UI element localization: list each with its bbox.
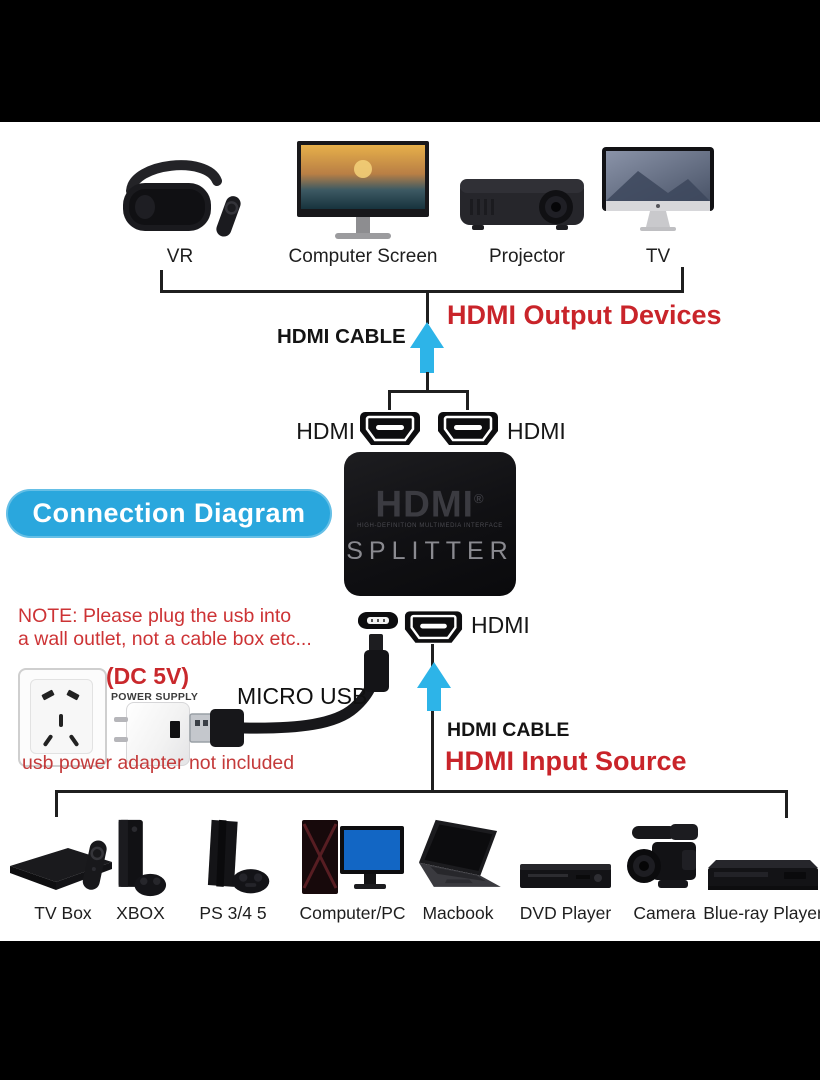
usb-note: NOTE: Please plug the usb into a wall ou… — [18, 605, 312, 651]
output-bracket-left-tick — [160, 270, 163, 293]
wall-outlet-image — [18, 668, 107, 767]
input-bracket-left-tick — [55, 790, 58, 817]
split-stem — [426, 372, 429, 392]
output-bracket-line — [160, 290, 684, 293]
up-arrow-icon — [410, 322, 444, 348]
letterbox-bottom — [0, 941, 820, 1080]
device-label: DVD Player — [519, 903, 612, 923]
port-label-right: HDMI — [507, 418, 566, 444]
output-bracket-stem — [426, 290, 429, 324]
device-label: Projector — [488, 246, 566, 267]
input-device-bluray-player: Blue-ray Player — [703, 818, 820, 924]
up-arrow-tail — [420, 347, 434, 373]
split-left-drop — [388, 390, 391, 410]
splitter-tagline: HIGH-DEFINITION MULTIMEDIA INTERFACE — [357, 523, 503, 530]
input-bracket-line — [55, 790, 788, 793]
input-device-playstation: PS 3/4 5 — [188, 818, 278, 924]
input-heading: HDMI Input Source — [445, 746, 687, 776]
device-label: VR — [166, 246, 194, 267]
output-device-tv: TV — [598, 136, 718, 268]
usb-note-line1: NOTE: Please plug the usb into — [18, 605, 292, 627]
micro-usb-port-icon — [358, 612, 398, 630]
computer-screen-image — [297, 141, 429, 239]
output-heading: HDMI Output Devices — [447, 300, 722, 330]
hdmi-input-port-icon — [404, 611, 463, 643]
outlet-faceplate — [30, 679, 93, 754]
device-label: Computer Screen — [288, 246, 438, 267]
usb-note-line2: a wall outlet, not a cable box etc... — [18, 628, 312, 650]
adapter-prong — [114, 717, 128, 722]
input-device-macbook: Macbook — [408, 818, 508, 924]
device-label: TV — [645, 246, 671, 267]
device-label: XBOX — [116, 903, 165, 923]
computer-pc-image — [302, 820, 404, 894]
hdmi-output-port-left-icon — [360, 412, 420, 445]
input-device-tv-box: TV Box — [8, 818, 118, 924]
up-arrow-tail — [427, 687, 441, 711]
hdmi-splitter-device: HDMI® HIGH-DEFINITION MULTIMEDIA INTERFA… — [344, 452, 516, 596]
xbox-image — [118, 819, 167, 897]
adapter-usb-port — [170, 721, 180, 738]
adapter-prong — [114, 737, 128, 742]
playstation-image — [207, 819, 270, 894]
output-bracket-right-tick — [681, 267, 684, 293]
macbook-image — [418, 819, 501, 887]
splitter-logo: HDMI® — [375, 483, 485, 525]
outlet-hole — [59, 714, 63, 727]
device-label: PS 3/4 5 — [199, 903, 267, 923]
micro-usb-cable-image — [189, 634, 389, 747]
input-device-computer-pc: Computer/PC — [299, 818, 406, 924]
projector-image — [460, 179, 584, 230]
camera-image — [627, 824, 698, 888]
device-label: Computer/PC — [299, 903, 406, 923]
power-supply-label: POWER SUPPLY — [111, 691, 199, 703]
vr-headset-image — [123, 160, 241, 237]
output-device-computer-screen: Computer Screen — [283, 130, 443, 268]
split-right-drop — [466, 390, 469, 410]
tv-image — [602, 147, 714, 231]
output-device-projector: Projector — [452, 154, 602, 268]
hdmi-output-port-right-icon — [438, 412, 498, 445]
input-device-xbox: XBOX — [103, 818, 178, 924]
input-cable-line — [431, 644, 434, 792]
port-label-left: HDMI — [296, 418, 355, 444]
adapter-disclaimer: usb power adapter not included — [22, 752, 295, 774]
input-port-label: HDMI — [471, 612, 530, 638]
input-cable-label: HDMI CABLE — [447, 719, 570, 741]
title-pill: Connection Diagram — [6, 489, 332, 538]
dc-voltage-label: (DC 5V) — [106, 663, 190, 689]
device-label: Camera — [633, 903, 696, 923]
split-line — [388, 390, 469, 393]
device-label: TV Box — [34, 903, 92, 923]
micro-usb-label: MICRO USB — [237, 683, 368, 709]
registered-mark: ® — [473, 490, 485, 506]
bluray-player-image — [708, 860, 818, 890]
device-label: Macbook — [422, 903, 494, 923]
tv-box-image — [9, 840, 112, 890]
up-arrow-icon — [417, 662, 451, 688]
device-label: Blue-ray Player — [703, 903, 820, 923]
input-device-dvd-player: DVD Player — [518, 818, 613, 924]
splitter-product-name: SPLITTER — [346, 537, 514, 566]
input-device-camera: Camera — [622, 818, 707, 924]
dvd-player-image — [520, 864, 611, 888]
input-bracket-right-tick — [785, 790, 788, 818]
output-device-vr: VR — [115, 136, 245, 268]
output-cable-label: HDMI CABLE — [277, 325, 406, 348]
letterbox-top — [0, 0, 820, 122]
page-title: Connection Diagram — [32, 498, 306, 528]
